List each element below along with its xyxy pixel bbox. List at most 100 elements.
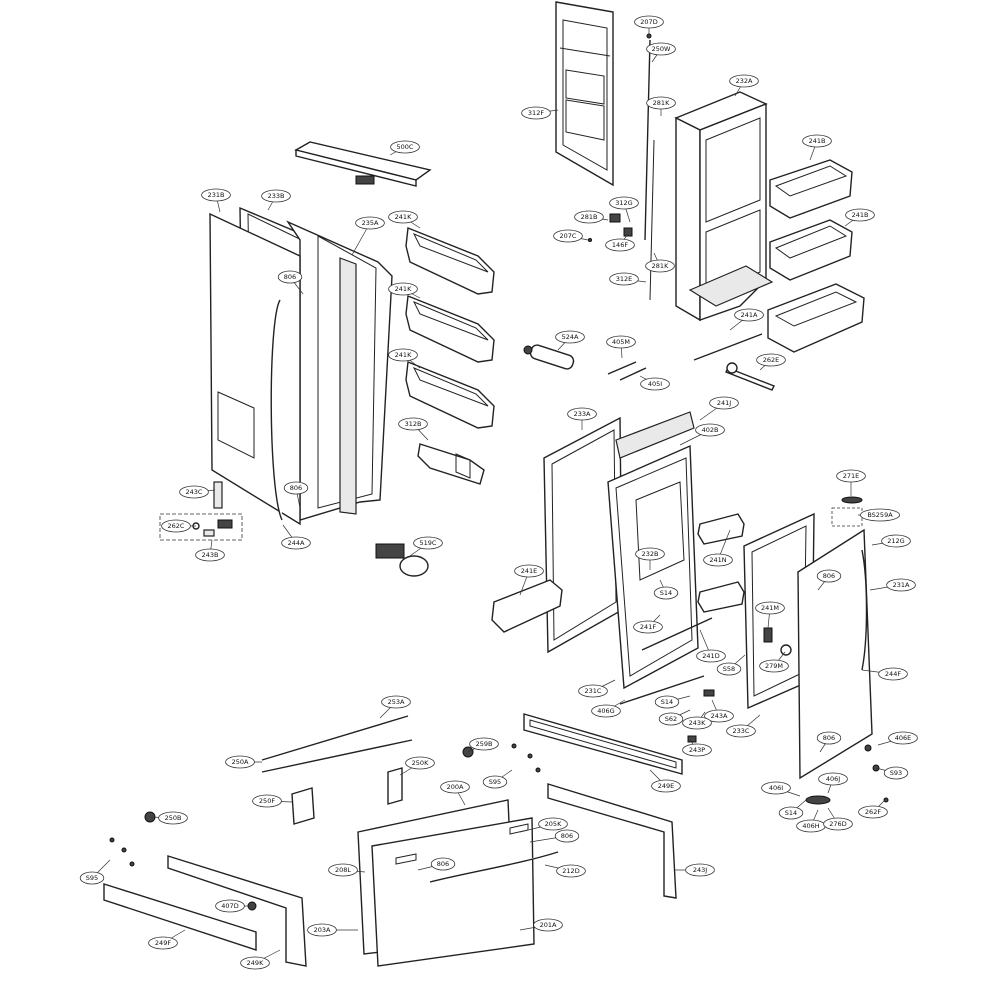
callout-label: 243C — [186, 488, 203, 496]
callout-label: S62 — [665, 715, 677, 723]
callout-bubble — [646, 96, 676, 110]
callout-label: 241M — [761, 604, 779, 612]
callout-label: 281B — [581, 213, 598, 221]
hinge-parts-243C-262C-243B — [159, 481, 243, 541]
callout-bubble — [695, 423, 725, 437]
callout-c205K: 205K — [538, 817, 568, 831]
callout-label: 212D — [562, 867, 579, 875]
callout-bubble — [469, 737, 499, 751]
door-bin-241K-mid — [405, 295, 495, 363]
callout-c233A: 233A — [567, 407, 597, 421]
callout-bubble — [716, 662, 742, 676]
hinge-271E-BS259A — [831, 496, 863, 527]
callout-c203A: 203A — [307, 923, 337, 937]
callout-c201A: 201A — [533, 918, 563, 932]
callout-bubble — [658, 712, 684, 726]
callout-label: 806 — [290, 484, 302, 492]
callout-c244F: 244F — [878, 667, 908, 681]
callout-bubble — [553, 229, 583, 243]
callout-bubble — [761, 781, 791, 795]
callout-label: BS259A — [867, 511, 893, 519]
callout-bubble — [818, 772, 848, 786]
callout-c241K1: 241K — [388, 210, 418, 224]
callout-bubble — [440, 780, 470, 794]
callout-bubble — [307, 923, 337, 937]
callout-label: 146F — [612, 241, 628, 249]
callout-c402B: 402B — [695, 423, 725, 437]
callout-c262E: 262E — [756, 353, 786, 367]
callout-bubble — [252, 794, 282, 808]
callout-c259B: 259B — [469, 737, 499, 751]
callout-bubble — [567, 407, 597, 421]
callout-bubble — [225, 755, 255, 769]
callout-c212D: 212D — [556, 864, 586, 878]
drawer-rail-243J — [547, 783, 677, 899]
callout-bubble — [556, 864, 586, 878]
callout-c250W: 250W — [646, 42, 676, 56]
callout-label: 279M — [765, 662, 783, 670]
door-bin-241K-top — [405, 227, 495, 295]
callout-c241M: 241M — [755, 601, 785, 615]
rod-250W — [644, 39, 655, 301]
callout-bubble — [734, 308, 764, 322]
callout-bubble — [685, 863, 715, 877]
callout-bubble — [651, 779, 681, 793]
callout-label: 241K — [395, 285, 412, 293]
screws-259B-S95 — [109, 743, 541, 867]
cover-500C — [294, 141, 432, 187]
callout-c406G: 406G — [591, 704, 621, 718]
callout-c243J: 243J — [685, 863, 715, 877]
callout-c406J: 406J — [818, 772, 848, 786]
callout-c212G: 212G — [881, 534, 911, 548]
callout-label: 405M — [612, 338, 630, 346]
callout-bubble — [277, 270, 303, 284]
callout-bubble — [888, 731, 918, 745]
callout-bubble — [388, 210, 418, 224]
callout-bubble — [802, 134, 832, 148]
callout-label: 276D — [829, 820, 846, 828]
callout-c406I: 406I — [761, 781, 791, 795]
callout-cS58: S58 — [716, 662, 742, 676]
callout-c524A: 524A — [555, 330, 585, 344]
callout-label: 241J — [717, 399, 731, 407]
callout-c146F: 146F — [605, 238, 635, 252]
callout-cS62: S62 — [658, 712, 684, 726]
callout-label: 231A — [893, 581, 910, 589]
callout-c519C: 519C — [413, 536, 443, 550]
callout-c405I: 405I — [640, 377, 670, 391]
callout-label: 243K — [689, 719, 706, 727]
callout-c262F: 262F — [858, 805, 888, 819]
callout-bubble — [179, 485, 209, 499]
callout-label: 250W — [652, 45, 671, 53]
callout-bubble — [845, 208, 875, 222]
callout-c241J: 241J — [709, 396, 739, 410]
door-bin-241K-low — [405, 361, 495, 429]
dispenser-housing-232A — [674, 91, 774, 322]
callout-c250F: 250F — [252, 794, 282, 808]
bins-241N — [697, 513, 745, 613]
callout-label: S14 — [661, 698, 673, 706]
drawer-rail-249E — [523, 713, 683, 775]
callout-bubble — [886, 578, 916, 592]
bracket-250F — [291, 787, 315, 825]
callout-label: 249K — [247, 959, 264, 967]
callout-bubble — [883, 766, 909, 780]
callout-c243C: 243C — [179, 485, 209, 499]
callout-bubble — [283, 481, 309, 495]
callout-label: S93 — [890, 769, 902, 777]
door-basket-241B-mid — [769, 219, 853, 281]
callout-label: 207D — [640, 18, 657, 26]
callout-c244A: 244A — [281, 536, 311, 550]
callout-c500C: 500C — [390, 140, 420, 154]
callout-c312E: 312E — [609, 272, 639, 286]
callout-label: 806 — [284, 273, 296, 281]
callout-label: 250K — [412, 759, 429, 767]
callout-bubble — [836, 469, 866, 483]
callout-c241D: 241D — [696, 649, 726, 663]
callout-label: S14 — [785, 809, 797, 817]
callout-c276D: 276D — [823, 817, 853, 831]
callout-label: 208L — [335, 866, 351, 874]
callout-c207D: 207D — [634, 15, 664, 29]
callout-label: 200A — [447, 783, 464, 791]
